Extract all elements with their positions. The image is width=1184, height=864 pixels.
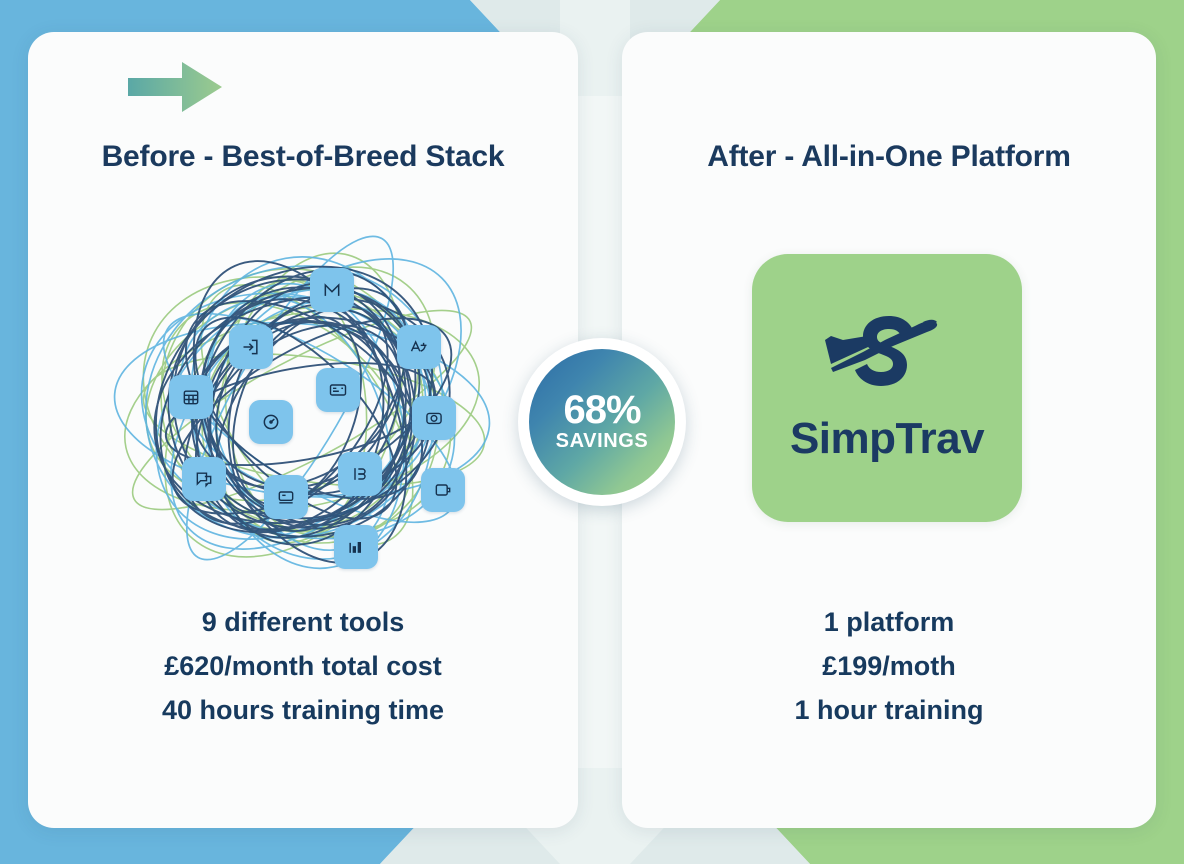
- tag-icon: [433, 480, 453, 500]
- tangled-web-lines: [113, 235, 491, 570]
- after-stat-1: 1 platform: [823, 607, 955, 637]
- before-card: Before - Best-of-Breed Stack: [28, 32, 578, 828]
- tool-tangle-cluster: [52, 220, 552, 600]
- savings-label: SAVINGS: [555, 430, 649, 452]
- tool-tile-mail[interactable]: [310, 268, 354, 312]
- before-card-title: Before - Best-of-Breed Stack: [101, 140, 505, 173]
- money-icon: [350, 464, 370, 484]
- after-card-stats: 1 platform £199/moth 1 hour training: [622, 600, 1156, 732]
- login-icon: [241, 337, 261, 357]
- tool-tile-money[interactable]: [338, 452, 382, 496]
- savings-badge: 68% SAVINGS: [518, 338, 686, 506]
- before-stat-2: £620/month total cost: [164, 651, 442, 681]
- speedometer-icon: [261, 412, 281, 432]
- tool-tile-card[interactable]: [316, 368, 360, 412]
- mail-icon: [322, 280, 342, 300]
- chat-icon: [194, 469, 214, 489]
- tool-tile-translate[interactable]: [397, 325, 441, 369]
- receipt-icon: [276, 487, 296, 507]
- translate-icon: [409, 337, 429, 357]
- chart-icon: [346, 537, 366, 557]
- before-stat-3: 40 hours training time: [161, 695, 445, 725]
- after-card: After - All-in-One Platform 1 platform £…: [622, 32, 1156, 828]
- tool-tile-speed[interactable]: [249, 400, 293, 444]
- before-stat-1: 9 different tools: [201, 607, 405, 637]
- camera-icon: [424, 408, 444, 428]
- tool-tile-receipt[interactable]: [264, 475, 308, 519]
- after-stat-3: 1 hour training: [794, 695, 984, 725]
- badge-disc: 68% SAVINGS: [529, 349, 675, 495]
- after-stat-2: £199/moth: [822, 651, 956, 681]
- tool-tile-camera[interactable]: [412, 396, 456, 440]
- tool-tile-tag[interactable]: [421, 468, 465, 512]
- card-icon: [328, 380, 348, 400]
- arrow-right-icon: [128, 62, 222, 112]
- simptrav-logo-box: SimpTrav: [752, 254, 1022, 522]
- simptrav-brand-text: SimpTrav: [789, 414, 985, 463]
- tool-tile-login[interactable]: [229, 325, 273, 369]
- plane-s-logo-icon: [823, 302, 951, 403]
- calendar-icon: [181, 387, 201, 407]
- before-card-stats: 9 different tools £620/month total cost …: [28, 600, 578, 732]
- after-card-title: After - All-in-One Platform: [707, 140, 1071, 173]
- tool-tile-calendar[interactable]: [169, 375, 213, 419]
- tool-tile-chat[interactable]: [182, 457, 226, 501]
- tool-tile-chart[interactable]: [334, 525, 378, 569]
- savings-percent: 68%: [563, 388, 641, 432]
